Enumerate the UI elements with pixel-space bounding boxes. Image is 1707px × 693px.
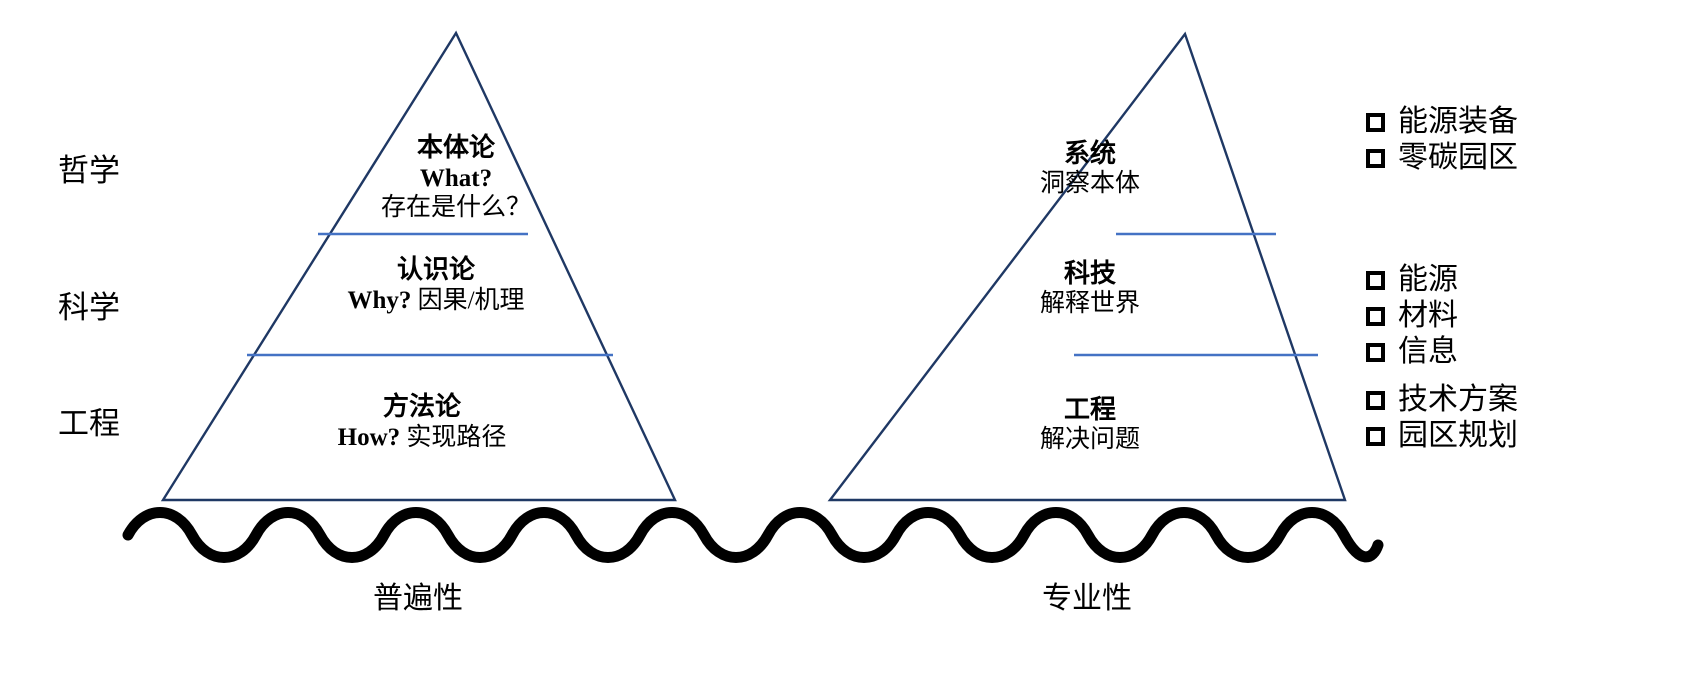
left-pyramid-outline [160,30,677,502]
checklist-item-label: 零碳园区 [1398,141,1518,174]
checklist-item[interactable]: 材料 [1366,298,1458,334]
checkbox-icon[interactable] [1366,112,1385,132]
checkbox-icon[interactable] [1366,306,1385,326]
right-pyramid-outline [827,31,1347,502]
left-tier-1-title: 本体论 [416,133,496,162]
caption-universality: 普遍性 [373,582,463,615]
caption-specialization: 专业性 [1042,582,1132,615]
left-tier-3-title: 方法论 [382,392,462,421]
left-tier-3-question-word: How? [337,423,401,451]
left-tier-2-title: 认识论 [396,255,476,284]
checklist-group-system: 能源装备零碳园区 [1366,104,1518,176]
right-tier-1-detail: 洞察本体 [1039,169,1141,197]
checklist-item[interactable]: 信息 [1366,334,1458,370]
checkbox-icon[interactable] [1366,426,1385,446]
right-tier-1-text: 系统 洞察本体 [1040,138,1140,198]
right-tier-3-detail: 解决问题 [1039,425,1141,453]
checklist-item-label: 能源 [1398,263,1458,296]
checkbox-icon[interactable] [1366,148,1385,168]
left-tier-1-detail: 存在是什么？ [380,194,532,222]
left-tier-3-text: 方法论 How? 实现路径 [338,392,507,452]
checklist-item-label: 园区规划 [1398,419,1518,452]
axis-label-engineering: 工程 [58,406,120,441]
checklist-item[interactable]: 能源装备 [1366,104,1518,140]
checkbox-icon[interactable] [1366,390,1385,410]
checklist-item[interactable]: 能源 [1366,262,1458,298]
checkbox-icon[interactable] [1366,270,1385,290]
left-tier-1-question-word: What? [419,164,493,192]
checklist-item[interactable]: 园区规划 [1366,418,1518,454]
left-tier-2-text: 认识论 Why? 因果/机理 [347,255,524,315]
checklist-item-label: 能源装备 [1398,105,1518,138]
left-tier-1-text: 本体论 What? 存在是什么？ [381,133,531,223]
checklist-item[interactable]: 技术方案 [1366,382,1518,418]
checklist-item[interactable]: 零碳园区 [1366,140,1518,176]
right-tier-1-title: 系统 [1063,138,1117,168]
wavy-ground-line [122,507,1384,563]
right-tier-2-detail: 解释世界 [1039,289,1141,317]
axis-label-philosophy: 哲学 [58,153,120,188]
checklist-group-technology: 能源材料信息 [1366,262,1458,370]
right-tier-3-title: 工程 [1063,394,1117,424]
left-tier-2-detail: 因果/机理 [417,286,525,314]
axis-label-science: 科学 [58,290,120,325]
left-tier-3-detail: 实现路径 [406,423,507,451]
left-tier-2-question-word: Why? [347,286,412,314]
right-tier-2-title: 科技 [1063,258,1117,288]
checkbox-icon[interactable] [1366,342,1385,362]
checklist-item-label: 材料 [1398,299,1458,332]
left-tier-3-subline: How? 实现路径 [338,423,507,453]
left-tier-2-subline: Why? 因果/机理 [347,286,524,316]
left-tier-1-question: What? [381,164,531,194]
right-tier-2-text: 科技 解释世界 [1040,258,1140,318]
checklist-item-label: 技术方案 [1398,383,1518,416]
right-tier-3-text: 工程 解决问题 [1040,394,1140,454]
checklist-group-engineering: 技术方案园区规划 [1366,382,1518,454]
checklist-item-label: 信息 [1398,335,1458,368]
